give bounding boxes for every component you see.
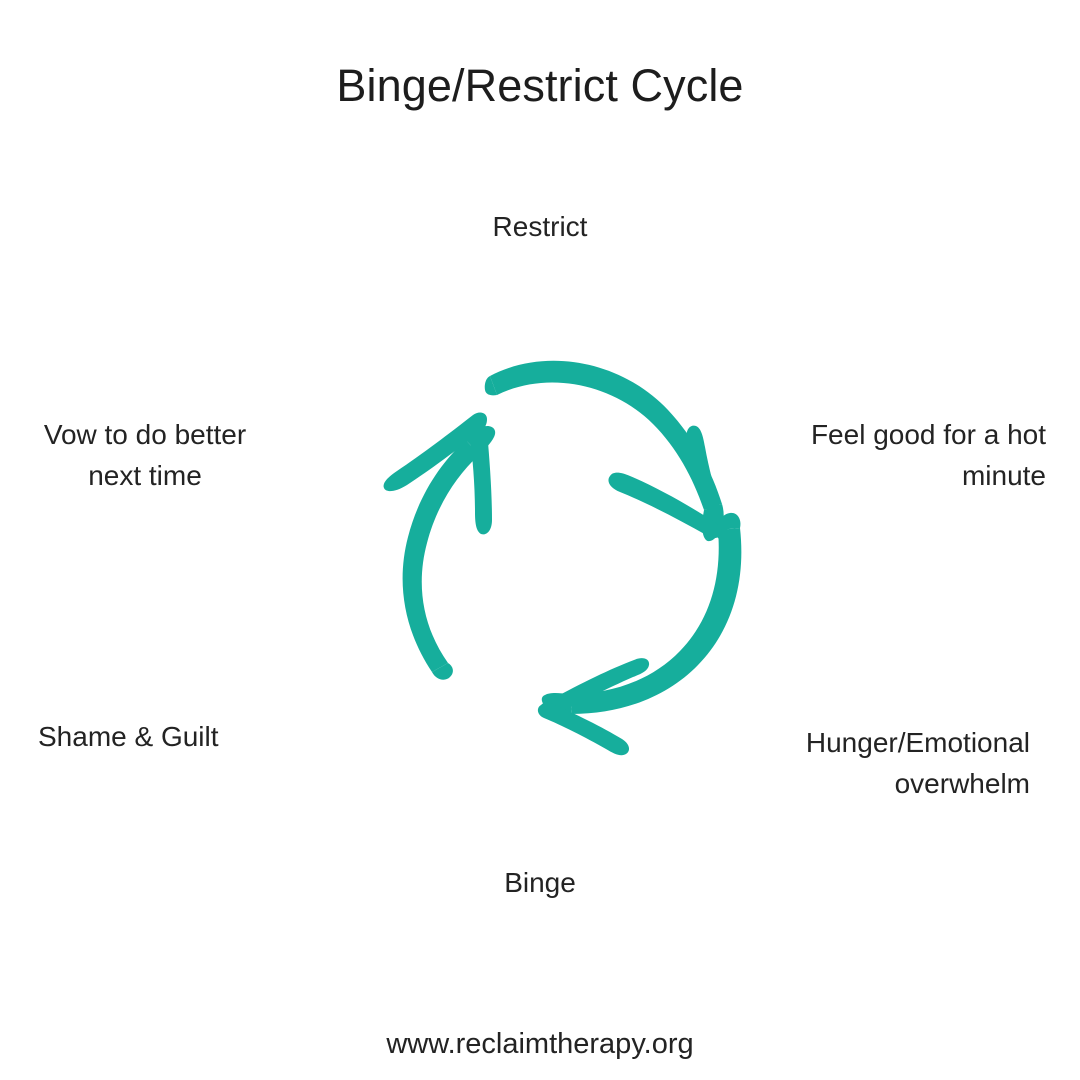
page-title: Binge/Restrict Cycle <box>336 60 744 112</box>
stage-label-hunger: Hunger/Emotional overwhelm <box>805 727 1030 800</box>
stage-label-restrict: Restrict <box>492 211 588 242</box>
stage-label-shame: Shame & Guilt <box>38 721 219 752</box>
arrow-shame-to-vow <box>383 412 496 680</box>
arrow-hunger-to-binge <box>537 512 742 756</box>
cycle-arrows-graphic <box>383 360 742 756</box>
cycle-diagram <box>300 300 780 780</box>
arrow-restrict-to-feelgood <box>484 360 729 542</box>
stage-label-vow: Vow to do better next time <box>43 419 247 492</box>
stage-label-binge: Binge <box>504 867 576 898</box>
footer-website-url: www.reclaimtherapy.org <box>386 1028 694 1060</box>
stage-label-feel-good: Feel good for a hot minute <box>810 419 1046 492</box>
